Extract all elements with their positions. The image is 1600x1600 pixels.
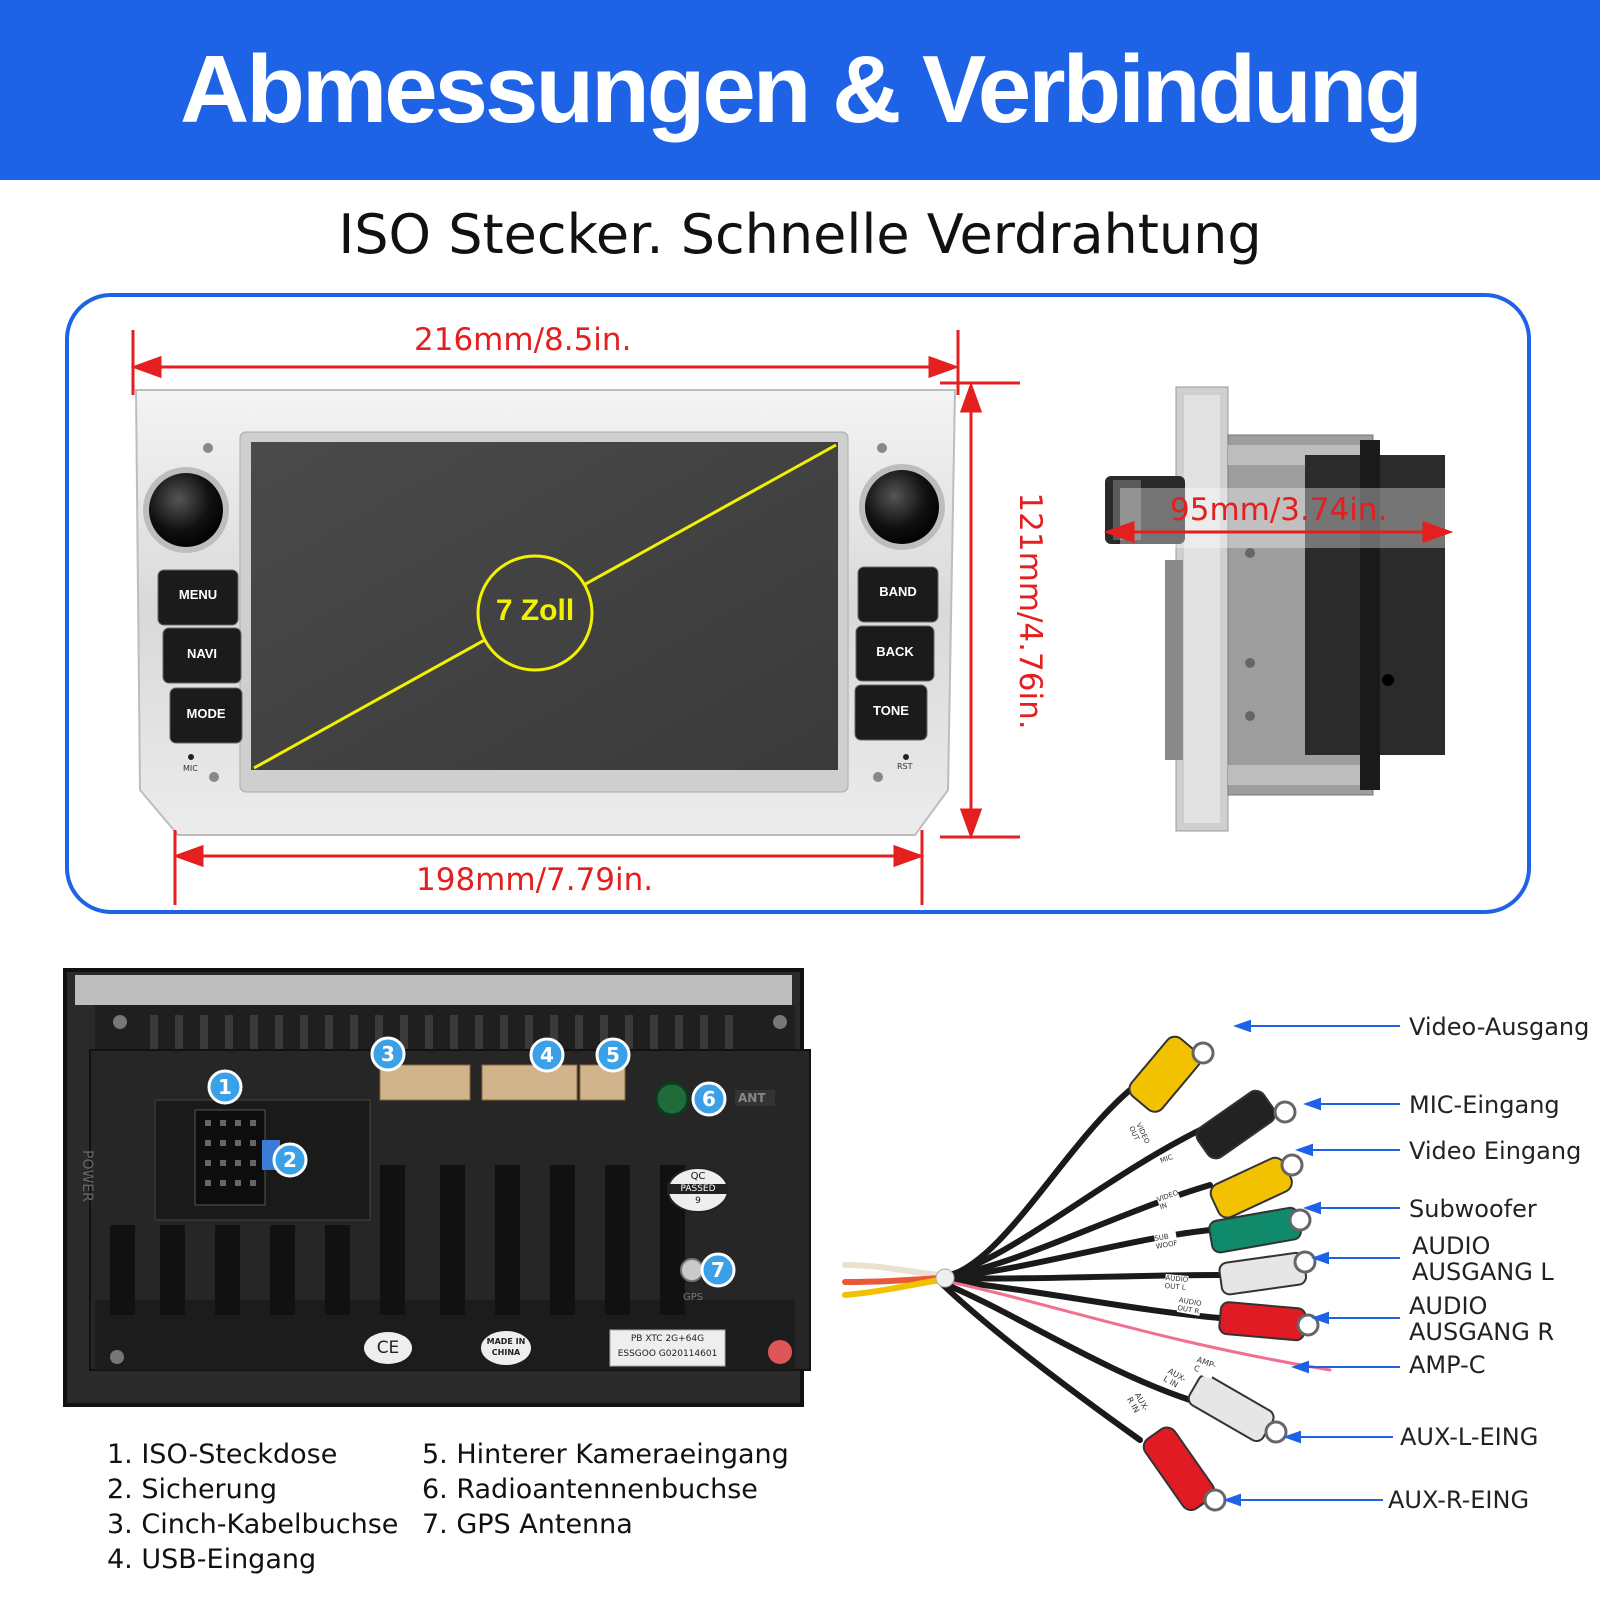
cable-label-audio-l: AUDIO AUSGANG L — [1412, 1232, 1554, 1286]
qc-line-3: 9 — [695, 1196, 701, 1206]
tag-sub-woof: SUB WOOF — [1153, 1231, 1179, 1251]
cable-label-mic: MIC-Eingang — [1409, 1091, 1560, 1119]
ce-label: CE — [376, 1338, 400, 1358]
marker-2: 2 — [283, 1148, 297, 1172]
back-label: BACK — [876, 644, 914, 659]
rca-connector — [379, 1064, 471, 1101]
legend-item: 6. Radioantennenbuchse — [422, 1474, 758, 1505]
qc-line-2: PASSED — [668, 1184, 728, 1194]
ant-label: ANT — [738, 1091, 766, 1105]
marker-6: 6 — [702, 1087, 716, 1111]
marker-3: 3 — [381, 1042, 395, 1066]
tag-amp-c: AMP-C — [1192, 1355, 1218, 1379]
legend-item: 3. Cinch-Kabelbuchse — [107, 1509, 399, 1540]
height-label: 121mm/4.76in. — [1012, 492, 1048, 730]
band-label: BAND — [879, 584, 917, 599]
depth-label: 95mm/3.74in. — [1170, 492, 1388, 528]
tag-audio-out-r: AUDIO OUT R — [1176, 1296, 1203, 1316]
marker-7: 7 — [711, 1258, 725, 1282]
cable-label-aux-l: AUX-L-EING — [1400, 1423, 1539, 1451]
marker-5: 5 — [606, 1043, 620, 1067]
width-top-label: 216mm/8.5in. — [414, 322, 632, 358]
cable-label-aux-r: AUX-R-EING — [1388, 1486, 1530, 1514]
header-banner: Abmessungen & Verbindung — [0, 0, 1600, 180]
cable-label-audio-r: AUDIO AUSGANG R — [1409, 1292, 1555, 1346]
power-label: POWER — [79, 1150, 95, 1202]
iso-socket — [154, 1099, 371, 1221]
subtitle: ISO Stecker. Schnelle Verdrahtung — [338, 203, 1262, 266]
marker-1: 1 — [218, 1075, 232, 1099]
cable-label-subwoofer: Subwoofer — [1409, 1195, 1537, 1223]
legend-left: 1. ISO-Steckdose 2. Sicherung 3. Cinch-K… — [107, 1437, 398, 1577]
mic-label: MIC — [183, 764, 198, 773]
legend-item: 1. ISO-Steckdose — [107, 1439, 338, 1470]
screen-size-label: 7 Zoll — [495, 594, 575, 627]
camera-connector — [579, 1064, 626, 1101]
tag-mic: MIC — [1159, 1153, 1174, 1165]
gps-label: GPS — [683, 1292, 704, 1303]
width-bottom-label: 198mm/7.79in. — [416, 862, 654, 898]
sticker-line-1: PB XTC 2G+64G — [630, 1334, 705, 1344]
tone-label: TONE — [873, 703, 909, 718]
legend-item: 5. Hinterer Kameraeingang — [422, 1439, 789, 1470]
navi-label: NAVI — [186, 646, 218, 661]
cable-label-video-in: Video Eingang — [1409, 1137, 1582, 1165]
qc-line-1: QC — [690, 1171, 706, 1182]
cable-label-amp-c: AMP-C — [1409, 1351, 1486, 1379]
tag-aux-r: AUX-R IN — [1125, 1391, 1151, 1417]
legend-item: 7. GPS Antenna — [422, 1509, 633, 1540]
made-in-line-2: CHINA — [491, 1348, 521, 1357]
legend-item: 4. USB-Eingang — [107, 1544, 317, 1575]
legend-right: 5. Hinterer Kameraeingang 6. Radioantenn… — [422, 1437, 789, 1542]
made-in-line-1: MADE IN — [486, 1337, 526, 1346]
menu-label: MENU — [178, 587, 218, 602]
fuse — [262, 1140, 280, 1170]
rst-label: RST — [897, 762, 913, 771]
tag-aux-l: AUX-L IN — [1161, 1366, 1188, 1392]
radio-antenna-socket — [654, 1081, 690, 1117]
cable-label-video-out: Video-Ausgang — [1409, 1013, 1590, 1041]
usb-connector — [481, 1064, 578, 1101]
gps-socket — [680, 1258, 704, 1282]
marker-4: 4 — [540, 1043, 554, 1067]
legend-item: 2. Sicherung — [107, 1474, 278, 1505]
tag-video-out: VIDEO OUT — [1127, 1121, 1152, 1149]
page-title: Abmessungen & Verbindung — [179, 36, 1423, 143]
mode-label: MODE — [186, 706, 226, 721]
tag-video-in: VIDEO IN — [1155, 1188, 1183, 1212]
sticker-line-2: ESSGOO G020114601 — [617, 1349, 718, 1359]
tag-audio-out-l: AUDIO OUT L — [1164, 1274, 1189, 1292]
dimensions-panel — [65, 293, 1531, 914]
